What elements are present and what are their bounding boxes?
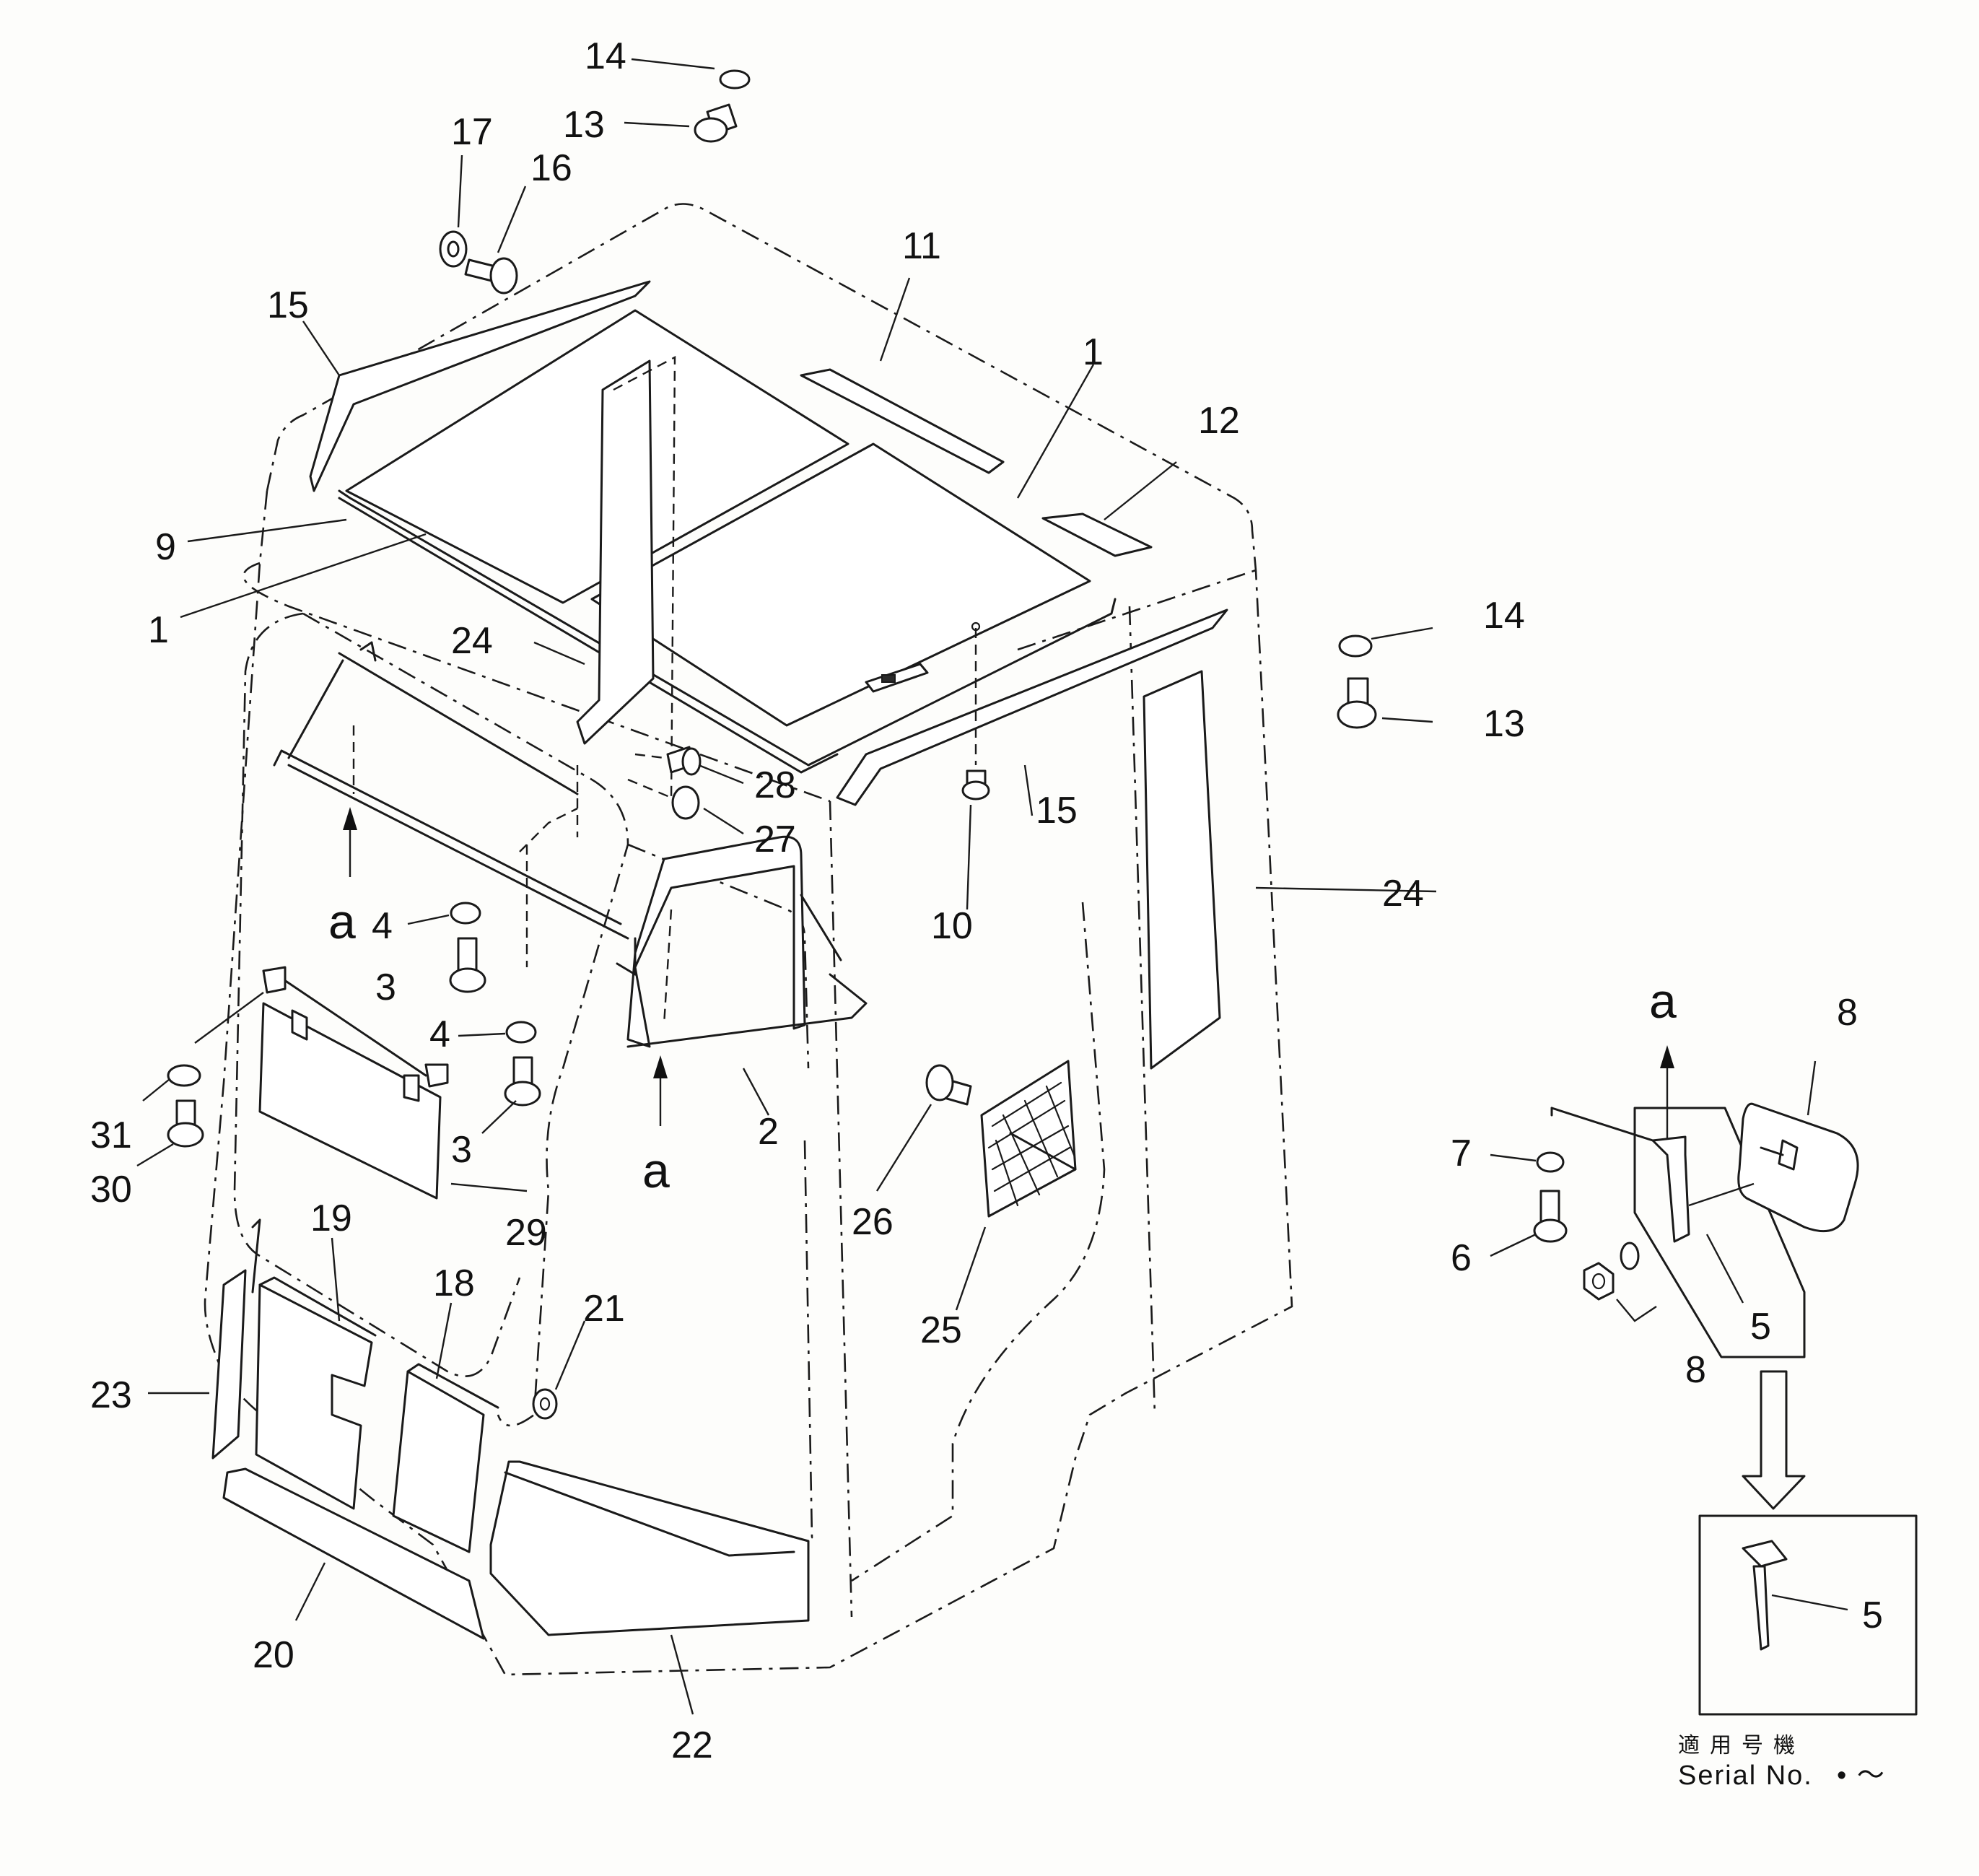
callout-27: 27 [754, 819, 796, 860]
callout-15-left: 15 [267, 284, 309, 326]
cab-outline [204, 203, 1293, 1676]
roof-seal-9 [338, 489, 1117, 767]
view-letter-a-center: a [642, 1143, 670, 1198]
trim-panel-22 [489, 1460, 810, 1636]
serial-note: 適用号機 Serial No. • ～ [1678, 1733, 1886, 1791]
washer-4-lower [505, 1021, 537, 1044]
callout-21: 21 [583, 1288, 625, 1330]
callout-17: 17 [451, 111, 493, 153]
roof-panel-left [345, 309, 849, 604]
roof-assembly [338, 309, 1153, 774]
serial-note-range: • ～ [1837, 1761, 1886, 1791]
callout-3-upper: 3 [375, 967, 396, 1008]
bushing-27 [671, 785, 700, 820]
callout-16: 16 [530, 147, 572, 189]
serial-note-label: Serial No. [1678, 1761, 1813, 1791]
callout-1-lower: 1 [148, 609, 169, 651]
callout-29: 29 [505, 1212, 547, 1254]
callout-6: 6 [1451, 1237, 1472, 1279]
callout-12: 12 [1198, 400, 1240, 442]
view-letter-a-detail: a [1649, 974, 1677, 1029]
trim-panel-19 [255, 1283, 373, 1510]
callout-28: 28 [754, 764, 796, 806]
nut-8 [1583, 1262, 1615, 1301]
roof-cover-plate-11 [800, 368, 1005, 474]
visor-frame [273, 641, 629, 967]
roof-cover-plate-12 [1041, 512, 1153, 557]
callout-11: 11 [902, 225, 941, 267]
lower-trim-panels [211, 1218, 810, 1640]
callout-15-right: 15 [1036, 790, 1078, 832]
callout-4-lower: 4 [429, 1013, 450, 1055]
mirror-bracket-5 [1651, 1135, 1690, 1243]
callout-24-right: 24 [1382, 873, 1424, 915]
view-letter-a-left: a [328, 894, 356, 949]
washer-31 [167, 1064, 201, 1087]
callout-3-lower: 3 [451, 1129, 472, 1171]
seal-strip-right [836, 608, 1228, 806]
seal-strips-15 [309, 280, 1228, 806]
callout-2: 2 [758, 1111, 779, 1153]
sun-visor-panel [258, 1002, 442, 1200]
callout-19: 19 [310, 1197, 352, 1239]
callout-8-mirror: 8 [1837, 992, 1858, 1034]
sun-visor-29 [194, 966, 449, 1200]
callout-10: 10 [931, 905, 973, 947]
washer-8 [1620, 1242, 1640, 1270]
fasteners [167, 69, 1377, 1420]
latch-handle [881, 674, 896, 683]
big-down-arrow [1742, 1370, 1806, 1510]
callout-14-top: 14 [585, 35, 626, 77]
seal-strip-left [309, 280, 651, 492]
trim-panel-20 [222, 1467, 485, 1640]
side-window-trim-2 [616, 835, 868, 1048]
callout-23: 23 [90, 1374, 132, 1416]
pillar-trim-24 [576, 355, 1221, 1070]
callout-1-upper: 1 [1083, 331, 1104, 373]
callout-24-center: 24 [451, 620, 493, 662]
roof-latch [865, 663, 929, 693]
callout-18: 18 [433, 1262, 475, 1304]
clip-14-top [719, 69, 751, 90]
serial-note-japanese: 適用号機 [1678, 1733, 1805, 1758]
mirror-detail [1533, 1102, 1918, 1716]
callout-5-inset: 5 [1862, 1594, 1883, 1636]
pillar-trim-right [1143, 670, 1221, 1070]
view-letters: a a a [328, 894, 1677, 1198]
callout-7: 7 [1451, 1133, 1472, 1174]
view-arrows [343, 807, 1674, 1140]
callout-26: 26 [852, 1201, 894, 1243]
trim-panel-23 [211, 1269, 247, 1460]
callout-30: 30 [90, 1169, 132, 1210]
callout-13-top: 13 [563, 104, 605, 146]
grommet-21 [532, 1388, 558, 1420]
washer-7 [1536, 1151, 1565, 1173]
window-trim-panel [626, 835, 806, 1048]
callout-numbers: 1 1 2 3 3 4 4 5 5 6 7 8 8 9 10 11 12 13 … [90, 35, 1883, 1766]
pillar-trim-center [576, 359, 655, 745]
mirror-head-8 [1737, 1102, 1859, 1233]
callout-22: 22 [671, 1724, 713, 1766]
inset-box [1698, 1514, 1918, 1716]
leader-lines [136, 58, 1817, 1715]
callout-25: 25 [920, 1309, 962, 1351]
vent-grille-25 [980, 1060, 1077, 1218]
callout-5-detail: 5 [1750, 1306, 1771, 1348]
inset-bracket-5 [1742, 1540, 1788, 1568]
washer-4-upper [450, 902, 481, 925]
callout-14-right: 14 [1483, 595, 1525, 637]
clip-14-right [1338, 634, 1373, 658]
callout-9: 9 [155, 526, 176, 568]
trim-panel-18 [392, 1370, 485, 1553]
roof-panel-right [590, 442, 1091, 727]
callout-8-nut: 8 [1685, 1349, 1706, 1391]
callout-13-right: 13 [1483, 703, 1525, 745]
roof-frame-rail [338, 497, 839, 774]
callout-20: 20 [253, 1634, 294, 1676]
callout-4-upper: 4 [372, 905, 393, 947]
callout-31: 31 [90, 1114, 132, 1156]
